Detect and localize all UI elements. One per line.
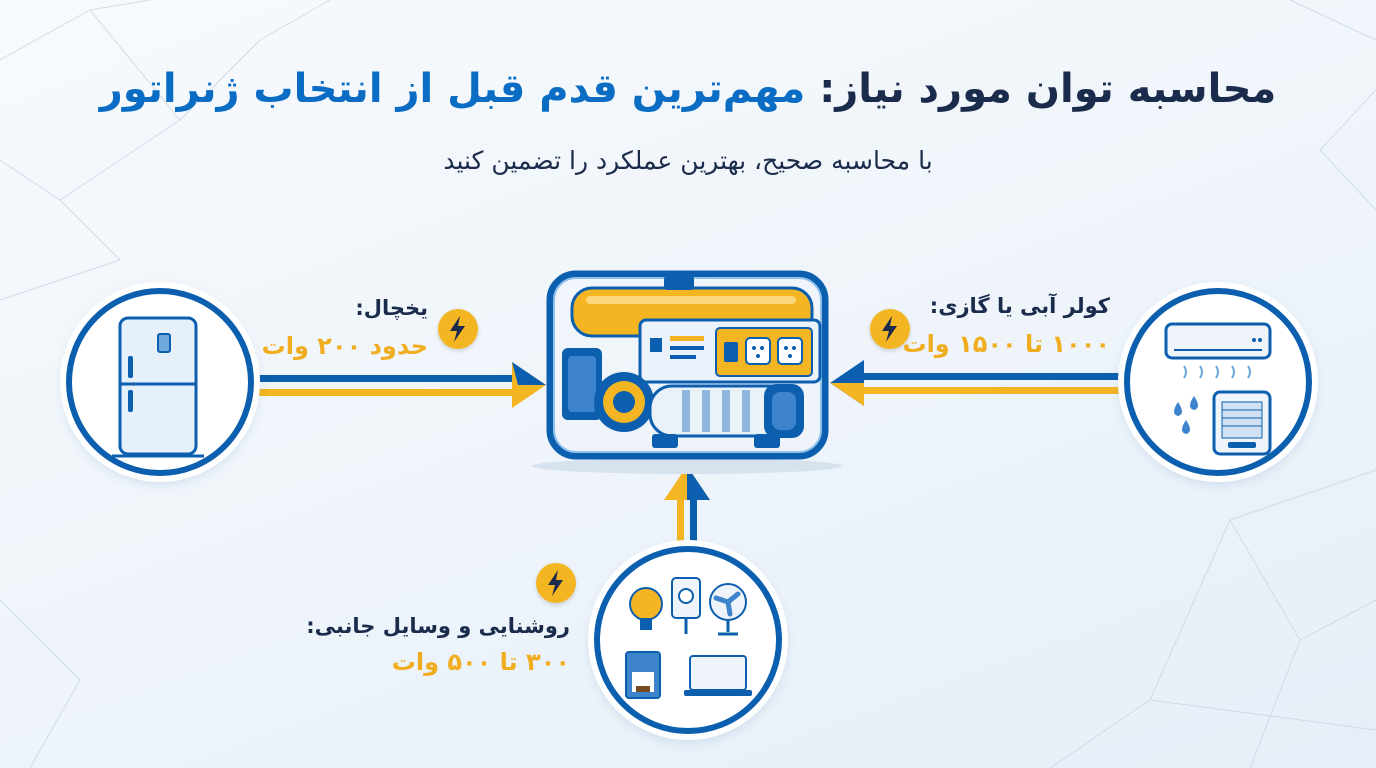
title-highlight: مهم‌ترین قدم قبل از انتخاب ژنراتور <box>99 66 806 112</box>
page-subtitle: با محاسبه صحیح، بهترین عملکرد را تضمین ک… <box>443 146 933 175</box>
cooler-bolt-icon <box>870 309 910 349</box>
arrow-from-cooler <box>830 360 1124 406</box>
fridge-value: حدود ۲۰۰ وات <box>261 332 428 360</box>
cooler-value: ۱۰۰۰ تا ۱۵۰۰ وات <box>902 330 1110 358</box>
fridge-label: یخچال: <box>355 296 428 320</box>
lighting-value: ۳۰۰ تا ۵۰۰ وات <box>391 648 570 676</box>
lighting-circle <box>594 546 782 734</box>
cooler-circle <box>1124 288 1312 476</box>
fridge-circle <box>66 288 254 476</box>
arrow-from-lighting <box>664 466 710 550</box>
light-bulb-icon <box>625 577 752 699</box>
fridge-bolt-icon <box>438 309 478 349</box>
title-main: محاسبه توان مورد نیاز: <box>819 66 1277 112</box>
cooler-label: کولر آبی یا گازی: <box>929 294 1110 318</box>
lighting-bolt-icon <box>536 563 576 603</box>
refrigerator-icon <box>112 316 204 458</box>
generator-icon <box>532 270 842 474</box>
arrow-from-fridge <box>256 362 546 408</box>
lighting-label: روشنایی و وسایل جانبی: <box>306 614 570 638</box>
air-conditioner-icon <box>1164 322 1272 456</box>
page-title: محاسبه توان مورد نیاز: مهم‌ترین قدم قبل … <box>0 66 1376 112</box>
